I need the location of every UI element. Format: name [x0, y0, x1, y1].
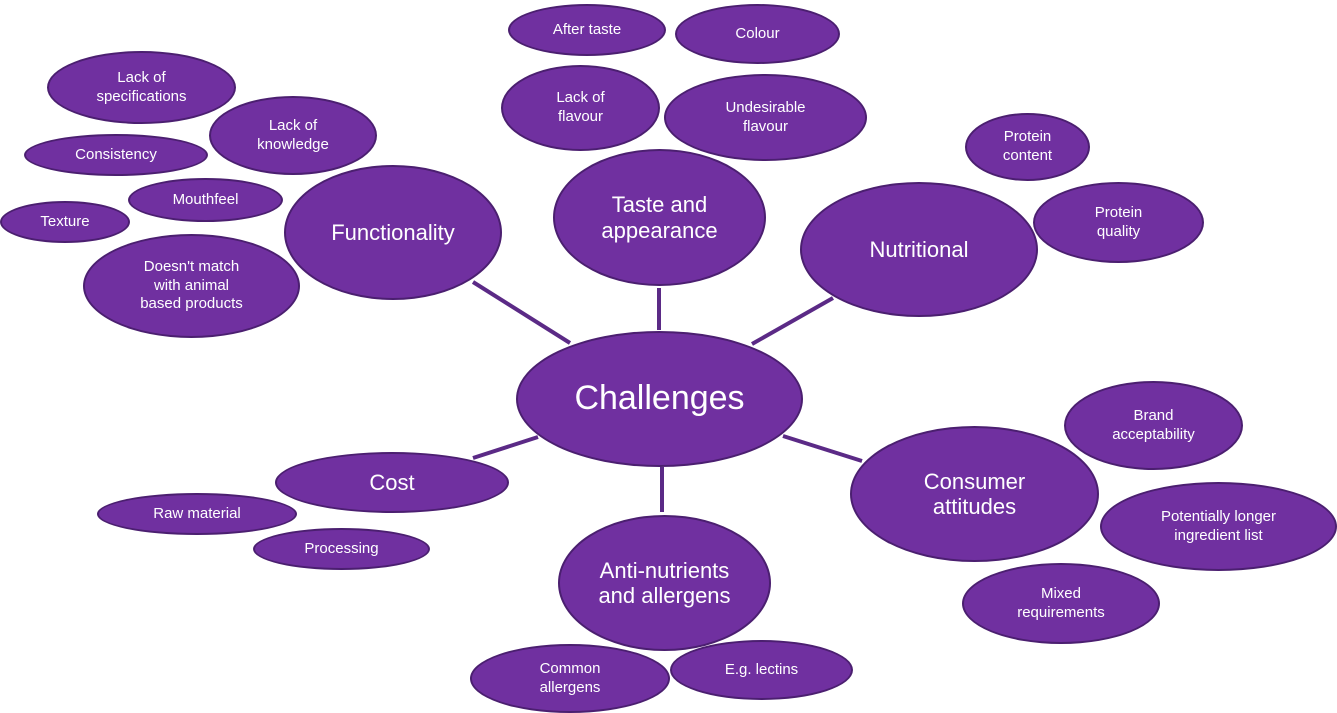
lack-of-knowledge-node: Lack of knowledge	[209, 96, 377, 175]
lack-of-specifications-node: Lack of specifications	[47, 51, 236, 124]
nutritional-node: Nutritional	[800, 182, 1038, 317]
consistency-node: Consistency	[24, 134, 208, 176]
cost-node: Cost	[275, 452, 509, 513]
connector-cost	[472, 435, 539, 460]
processing-node: Processing	[253, 528, 430, 570]
protein-quality-node: Protein quality	[1033, 182, 1204, 263]
connector-functionality	[471, 280, 572, 345]
taste-and-appearance-node: Taste and appearance	[553, 149, 766, 286]
connector-consumer	[782, 434, 863, 463]
functionality-node: Functionality	[284, 165, 502, 300]
consumer-attitudes-node: Consumer attitudes	[850, 426, 1099, 562]
undesirable-flavour-node: Undesirable flavour	[664, 74, 867, 161]
lack-of-flavour-node: Lack of flavour	[501, 65, 660, 151]
mouthfeel-node: Mouthfeel	[128, 178, 283, 222]
mixed-requirements-node: Mixed requirements	[962, 563, 1160, 644]
doesnt-match-animal-products-node: Doesn't match with animal based products	[83, 234, 300, 338]
texture-node: Texture	[0, 201, 130, 243]
anti-nutrients-and-allergens-node: Anti-nutrients and allergens	[558, 515, 771, 651]
protein-content-node: Protein content	[965, 113, 1090, 181]
colour-node: Colour	[675, 4, 840, 64]
lectins-node: E.g. lectins	[670, 640, 853, 700]
raw-material-node: Raw material	[97, 493, 297, 535]
brand-acceptability-node: Brand acceptability	[1064, 381, 1243, 470]
common-allergens-node: Common allergens	[470, 644, 670, 713]
connector-nutritional	[751, 296, 834, 346]
challenges-hub: Challenges	[516, 331, 803, 467]
after-taste-node: After taste	[508, 4, 666, 56]
potentially-longer-ingredient-list-node: Potentially longer ingredient list	[1100, 482, 1337, 571]
